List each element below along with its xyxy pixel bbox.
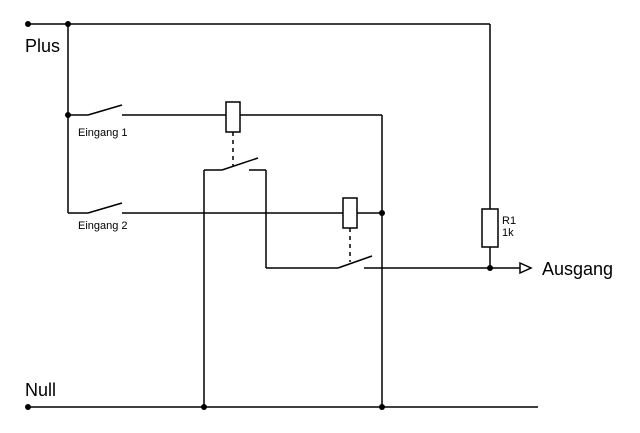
resistor-r1	[481, 208, 499, 248]
input-1-switch	[68, 104, 226, 116]
output-arrow-icon	[519, 261, 533, 275]
plus-terminal	[25, 21, 31, 27]
null-label: Null	[25, 380, 56, 400]
null-terminal	[25, 404, 31, 410]
relay-1-contact	[203, 157, 267, 407]
resistor-name-label: R1	[502, 215, 516, 227]
null-rail	[25, 404, 538, 410]
input-1-label: Eingang 1	[78, 127, 128, 139]
resistor-value-label: 1k	[502, 227, 514, 239]
output-label: Ausgang	[542, 259, 613, 279]
relay-2-contact	[266, 255, 520, 269]
relay-coil-1	[225, 101, 241, 133]
input-bus	[65, 24, 71, 213]
null-junction-coils	[379, 404, 385, 410]
output-junction	[487, 265, 493, 271]
input-2-switch	[68, 202, 343, 214]
plus-label: Plus	[25, 36, 60, 56]
relay-coil-2	[342, 197, 358, 229]
coil-2-junction	[379, 210, 385, 216]
null-junction-relay-1	[201, 404, 207, 410]
input-2-label: Eingang 2	[78, 220, 128, 232]
plus-rail	[25, 21, 491, 209]
